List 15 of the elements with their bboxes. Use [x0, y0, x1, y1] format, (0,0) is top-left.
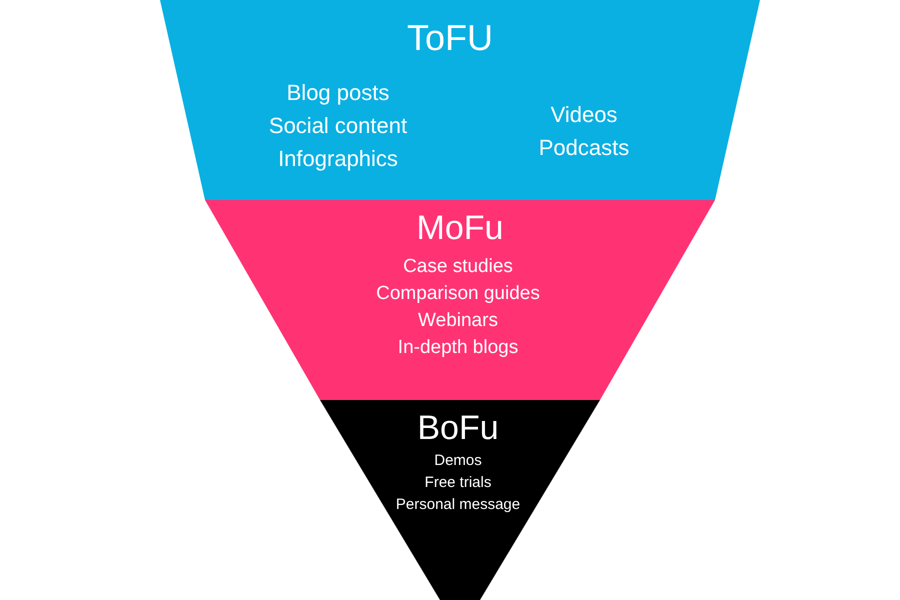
content-item: Videos — [550, 104, 618, 126]
stage-heading: ToFU — [407, 20, 493, 56]
content-item: Blog posts — [286, 82, 390, 104]
content-item: Infographics — [278, 148, 398, 170]
content-item: Webinars — [418, 311, 498, 330]
stage-heading: BoFu — [417, 411, 499, 445]
content-item: In-depth blogs — [398, 338, 518, 357]
content-item: Personal message — [396, 497, 520, 512]
content-item: Free trials — [424, 475, 492, 490]
content-item: Demos — [434, 453, 482, 468]
stage-heading: MoFu — [416, 211, 504, 245]
content-item: Social content — [268, 115, 408, 137]
content-item: Case studies — [403, 257, 513, 276]
content-item: Podcasts — [538, 137, 630, 159]
content-item: Comparison guides — [376, 284, 540, 303]
